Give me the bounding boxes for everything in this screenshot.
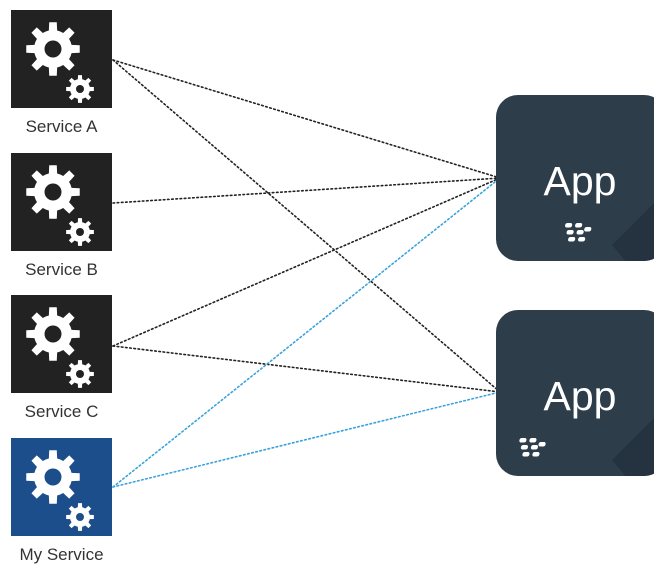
app-tile: [496, 95, 654, 261]
gears-icon: [26, 22, 94, 103]
app-label: App: [544, 158, 617, 204]
service-node: Service A: [11, 10, 112, 136]
app-node: App: [496, 95, 654, 261]
large-gear-icon: [26, 22, 80, 76]
gears-icon: [26, 165, 94, 246]
service-label: Service C: [25, 402, 99, 421]
connection-line: [112, 345, 501, 393]
service-label: My Service: [19, 545, 103, 564]
blackberry-logo-icon: [519, 438, 546, 457]
large-gear-icon: [26, 165, 80, 219]
large-gear-icon: [26, 450, 80, 504]
connection-line: [112, 177, 501, 204]
app-node: App: [496, 310, 654, 476]
services: Service A Service B Service C My Service: [11, 10, 112, 564]
service-node: Service C: [11, 295, 112, 421]
large-gear-icon: [26, 307, 80, 361]
connection-line: [112, 59, 501, 179]
service-node: My Service: [11, 438, 112, 564]
connection-line: [112, 177, 501, 488]
connections: [112, 59, 501, 488]
app-label: App: [544, 373, 617, 419]
gears-icon: [26, 307, 94, 388]
small-gear-icon: [66, 360, 94, 388]
small-gear-icon: [66, 218, 94, 246]
blackberry-logo-icon: [565, 223, 592, 242]
small-gear-icon: [66, 503, 94, 531]
service-label: Service A: [26, 117, 98, 136]
service-label: Service B: [25, 260, 98, 279]
gears-icon: [26, 450, 94, 531]
connection-line: [112, 177, 501, 347]
connection-line: [112, 391, 501, 488]
service-node: Service B: [11, 153, 112, 279]
app-tile: [496, 310, 654, 476]
small-gear-icon: [66, 75, 94, 103]
connection-line: [112, 59, 501, 393]
